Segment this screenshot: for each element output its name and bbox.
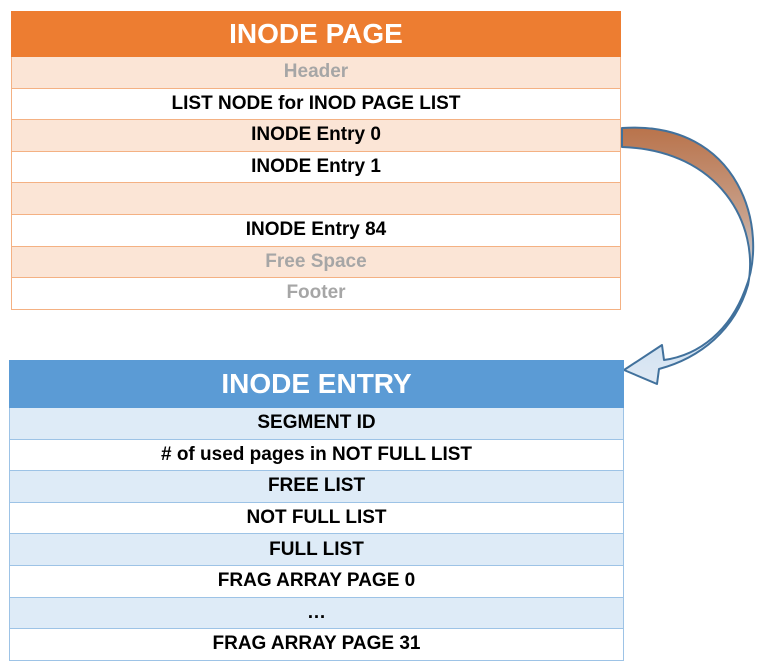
arrow-shape <box>621 126 755 385</box>
inode-page-row-blank <box>11 183 621 215</box>
inode-page-row-header: Header <box>11 57 621 89</box>
inode-page-row-entry-1: INODE Entry 1 <box>11 151 621 184</box>
inode-page-table: INODE PAGE Header LIST NODE for INOD PAG… <box>11 11 621 310</box>
inode-entry-row-frag-array-0: FRAG ARRAY PAGE 0 <box>9 565 624 598</box>
inode-entry-row-not-full-list: NOT FULL LIST <box>9 502 624 535</box>
inode-entry-table: INODE ENTRY SEGMENT ID # of used pages i… <box>9 360 624 661</box>
inode-page-row-entry-84: INODE Entry 84 <box>11 214 621 247</box>
inode-entry-row-full-list: FULL LIST <box>9 534 624 566</box>
inode-page-row-footer: Footer <box>11 278 621 310</box>
inode-entry-row-segment-id: SEGMENT ID <box>9 408 624 440</box>
inode-entry-row-ellipsis: … <box>9 597 624 630</box>
inode-page-title: INODE PAGE <box>11 11 621 57</box>
inode-entry-row-free-list: FREE LIST <box>9 471 624 503</box>
inode-page-row-list-node: LIST NODE for INOD PAGE LIST <box>11 88 621 121</box>
inode-entry-row-frag-array-31: FRAG ARRAY PAGE 31 <box>9 629 624 661</box>
inode-page-row-entry-0: INODE Entry 0 <box>11 120 621 152</box>
inode-page-row-free-space: Free Space <box>11 246 621 279</box>
inode-entry-title: INODE ENTRY <box>9 360 624 408</box>
inode-entry-row-used-pages: # of used pages in NOT FULL LIST <box>9 439 624 472</box>
